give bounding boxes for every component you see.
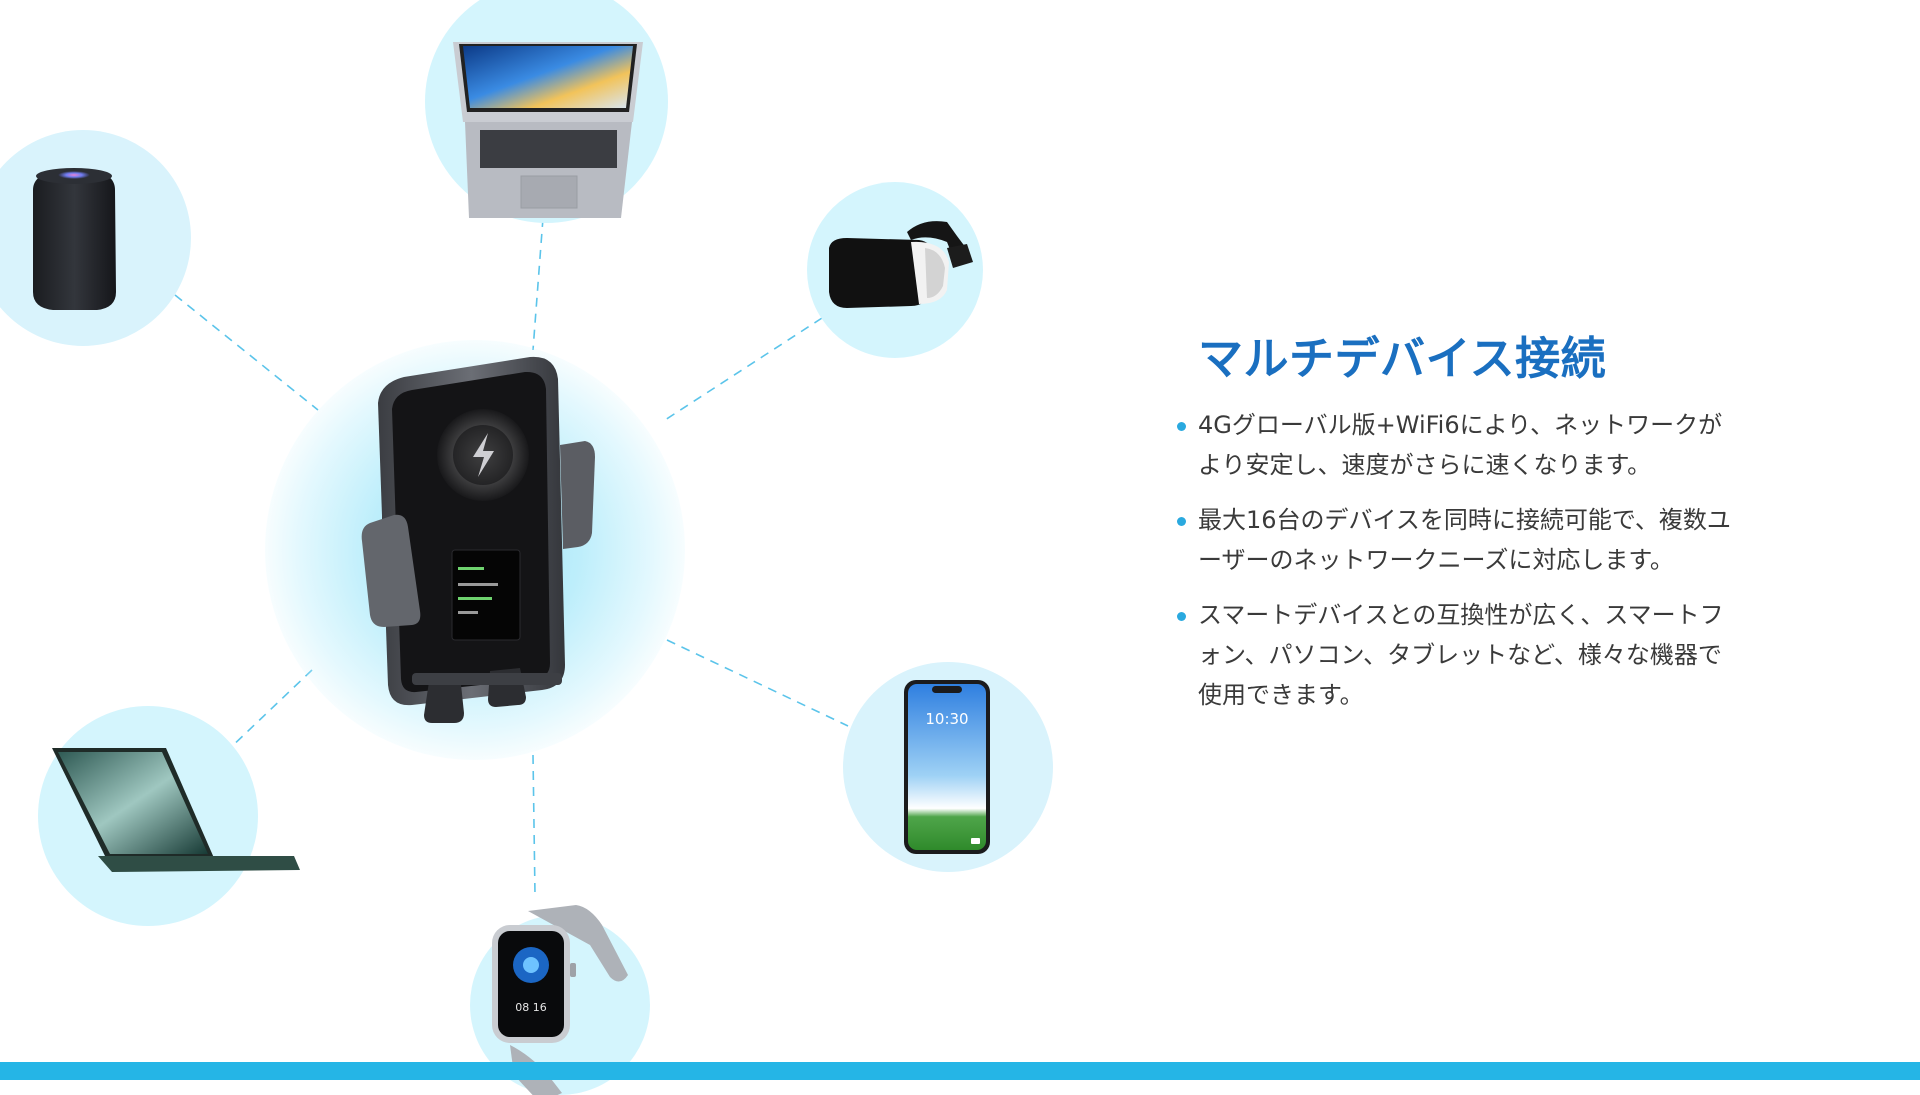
- smartphone-icon: 10:30: [904, 680, 990, 854]
- wireless-router-hub: [360, 345, 610, 735]
- camera-icon: [971, 838, 980, 844]
- feature-bullet: スマートデバイスとの互換性が広く、スマートフォン、パソコン、タブレットなど、様々…: [1175, 595, 1735, 715]
- wireless-router-icon: [361, 356, 595, 723]
- feature-bullet-list: 4Gグローバル版+WiFi6により、ネットワークがより安定し、速度がさらに速くな…: [1175, 405, 1735, 715]
- connector-speaker: [174, 294, 319, 411]
- feature-copy: マルチデバイス接続 4Gグローバル版+WiFi6により、ネットワークがより安定し…: [1175, 322, 1735, 730]
- connector-watch: [532, 754, 536, 896]
- feature-bullet: 最大16台のデバイスを同時に接続可能で、複数ユーザーのネットワークニーズに対応し…: [1175, 500, 1735, 580]
- phone-clock-label: 10:30: [925, 710, 968, 728]
- connector-phone: [666, 639, 849, 727]
- connector-vr: [664, 317, 823, 421]
- watch-time-label: 08 16: [515, 1001, 547, 1014]
- laptop-icon: [453, 42, 643, 218]
- bottom-accent-bar: [0, 1062, 1920, 1080]
- tablet-icon: [52, 748, 300, 872]
- device-bubble-vr: [807, 182, 983, 358]
- vr-headset-icon: [829, 221, 973, 308]
- device-bubble-tablet: [38, 706, 300, 926]
- section-title: マルチデバイス接続: [1198, 332, 1607, 385]
- feature-bullet: 4Gグローバル版+WiFi6により、ネットワークがより安定し、速度がさらに速くな…: [1175, 405, 1735, 485]
- device-bubble-speaker: [0, 130, 191, 346]
- device-bubble-laptop: [425, 0, 668, 223]
- smart-speaker-icon: [33, 168, 116, 310]
- device-bubble-phone: 10:30: [843, 662, 1053, 872]
- connector-laptop: [532, 217, 544, 351]
